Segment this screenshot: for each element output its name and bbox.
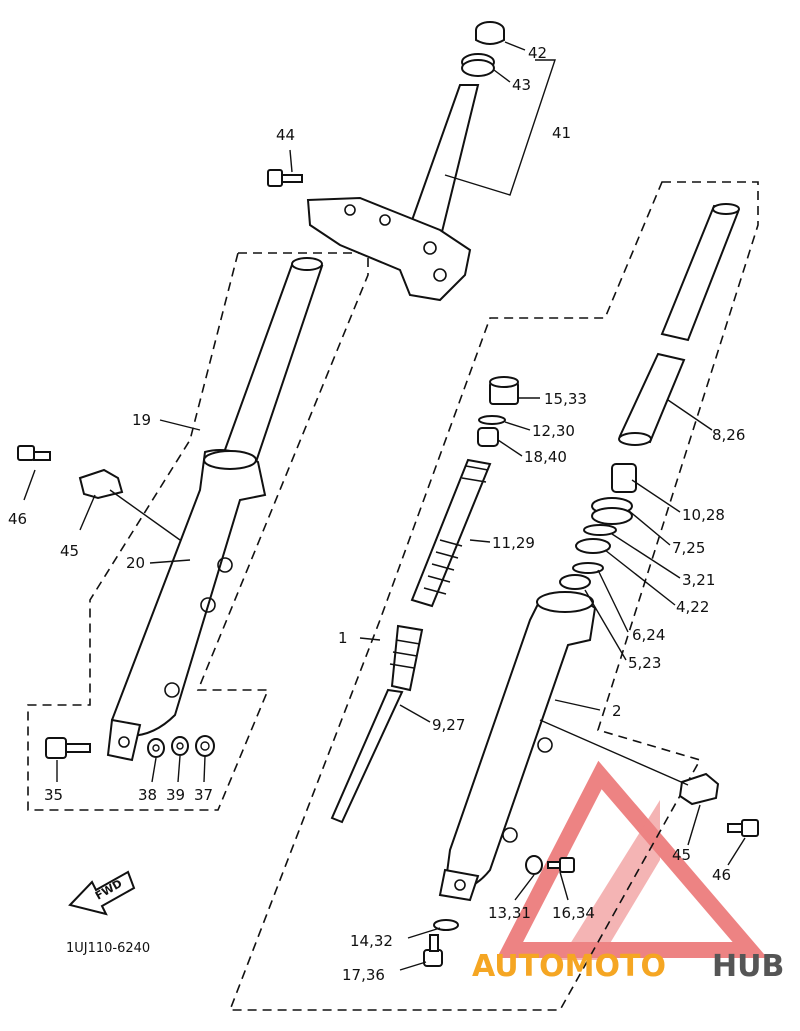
label-7-25: 7,25	[672, 539, 705, 557]
label-6-24: 6,24	[632, 626, 665, 644]
label-46-left: 46	[8, 510, 27, 528]
label-42: 42	[528, 44, 547, 62]
inner-tube-right	[618, 203, 740, 446]
bushing-5	[559, 574, 591, 590]
forward-arrow-icon: FWD	[68, 870, 136, 916]
label-13-31: 13,31	[488, 904, 531, 922]
washer-38	[147, 738, 165, 758]
label-19: 19	[132, 411, 151, 429]
damper-rod-9	[330, 624, 424, 824]
watermark-text: AUTOMOTO HUB	[472, 949, 784, 984]
watermark-text-hub: HUB	[712, 949, 784, 984]
washer-13	[525, 855, 543, 875]
washer-4	[575, 538, 611, 554]
bolt-16	[547, 857, 575, 873]
label-46-right: 46	[712, 866, 731, 884]
washer-14	[433, 919, 459, 931]
bolt-17	[423, 934, 443, 967]
label-35: 35	[44, 786, 63, 804]
clip-3	[583, 524, 617, 536]
label-12-30: 12,30	[532, 422, 575, 440]
seal-10	[611, 463, 637, 493]
label-15-33: 15,33	[544, 390, 587, 408]
label-5-23: 5,23	[628, 654, 661, 672]
clamp-45-right	[678, 772, 720, 806]
steering-stem	[306, 21, 505, 302]
outer-tube-right	[438, 591, 597, 902]
spacer-18	[477, 427, 499, 447]
part-labels: 42 43 41 44 19 46 45 20 35 38 39 37 1 15…	[8, 44, 745, 984]
slide-metal-6	[572, 562, 604, 574]
label-39: 39	[166, 786, 185, 804]
label-41: 41	[552, 124, 571, 142]
label-4-22: 4,22	[676, 598, 709, 616]
oil-seal-7	[591, 497, 633, 525]
bolt-46-right	[727, 819, 759, 837]
label-18-40: 18,40	[524, 448, 567, 466]
label-8-26: 8,26	[712, 426, 745, 444]
leader-lines	[23, 41, 746, 971]
pinch-bolt-44	[267, 169, 303, 187]
label-1: 1	[338, 629, 348, 647]
washer-39	[171, 736, 189, 756]
label-9-27: 9,27	[432, 716, 465, 734]
cap-bolt-15	[489, 376, 519, 405]
left-leg-group-outline	[27, 252, 369, 811]
inner-tube-left	[220, 257, 324, 467]
label-20: 20	[126, 554, 145, 572]
label-11-29: 11,29	[492, 534, 535, 552]
drawing-code: 1UJ110-6240	[66, 941, 150, 956]
label-3-21: 3,21	[682, 571, 715, 589]
nut-37	[195, 735, 215, 757]
bolt-35	[45, 737, 91, 759]
label-45-right: 45	[672, 846, 691, 864]
label-17-36: 17,36	[342, 966, 385, 984]
label-45-left: 45	[60, 542, 79, 560]
label-2: 2	[612, 702, 622, 720]
label-37: 37	[194, 786, 213, 804]
right-leg-group-outline	[228, 181, 759, 1011]
outer-tube-left	[106, 449, 267, 762]
fork-spring-11	[410, 458, 492, 608]
o-ring-12	[478, 415, 506, 425]
label-16-34: 16,34	[552, 904, 595, 922]
label-10-28: 10,28	[682, 506, 725, 524]
label-14-32: 14,32	[350, 932, 393, 950]
label-44: 44	[276, 126, 295, 144]
watermark-text-automoto: AUTOMOTO	[472, 949, 666, 984]
label-43: 43	[512, 76, 531, 94]
bolt-46-left	[17, 445, 51, 461]
label-38: 38	[138, 786, 157, 804]
